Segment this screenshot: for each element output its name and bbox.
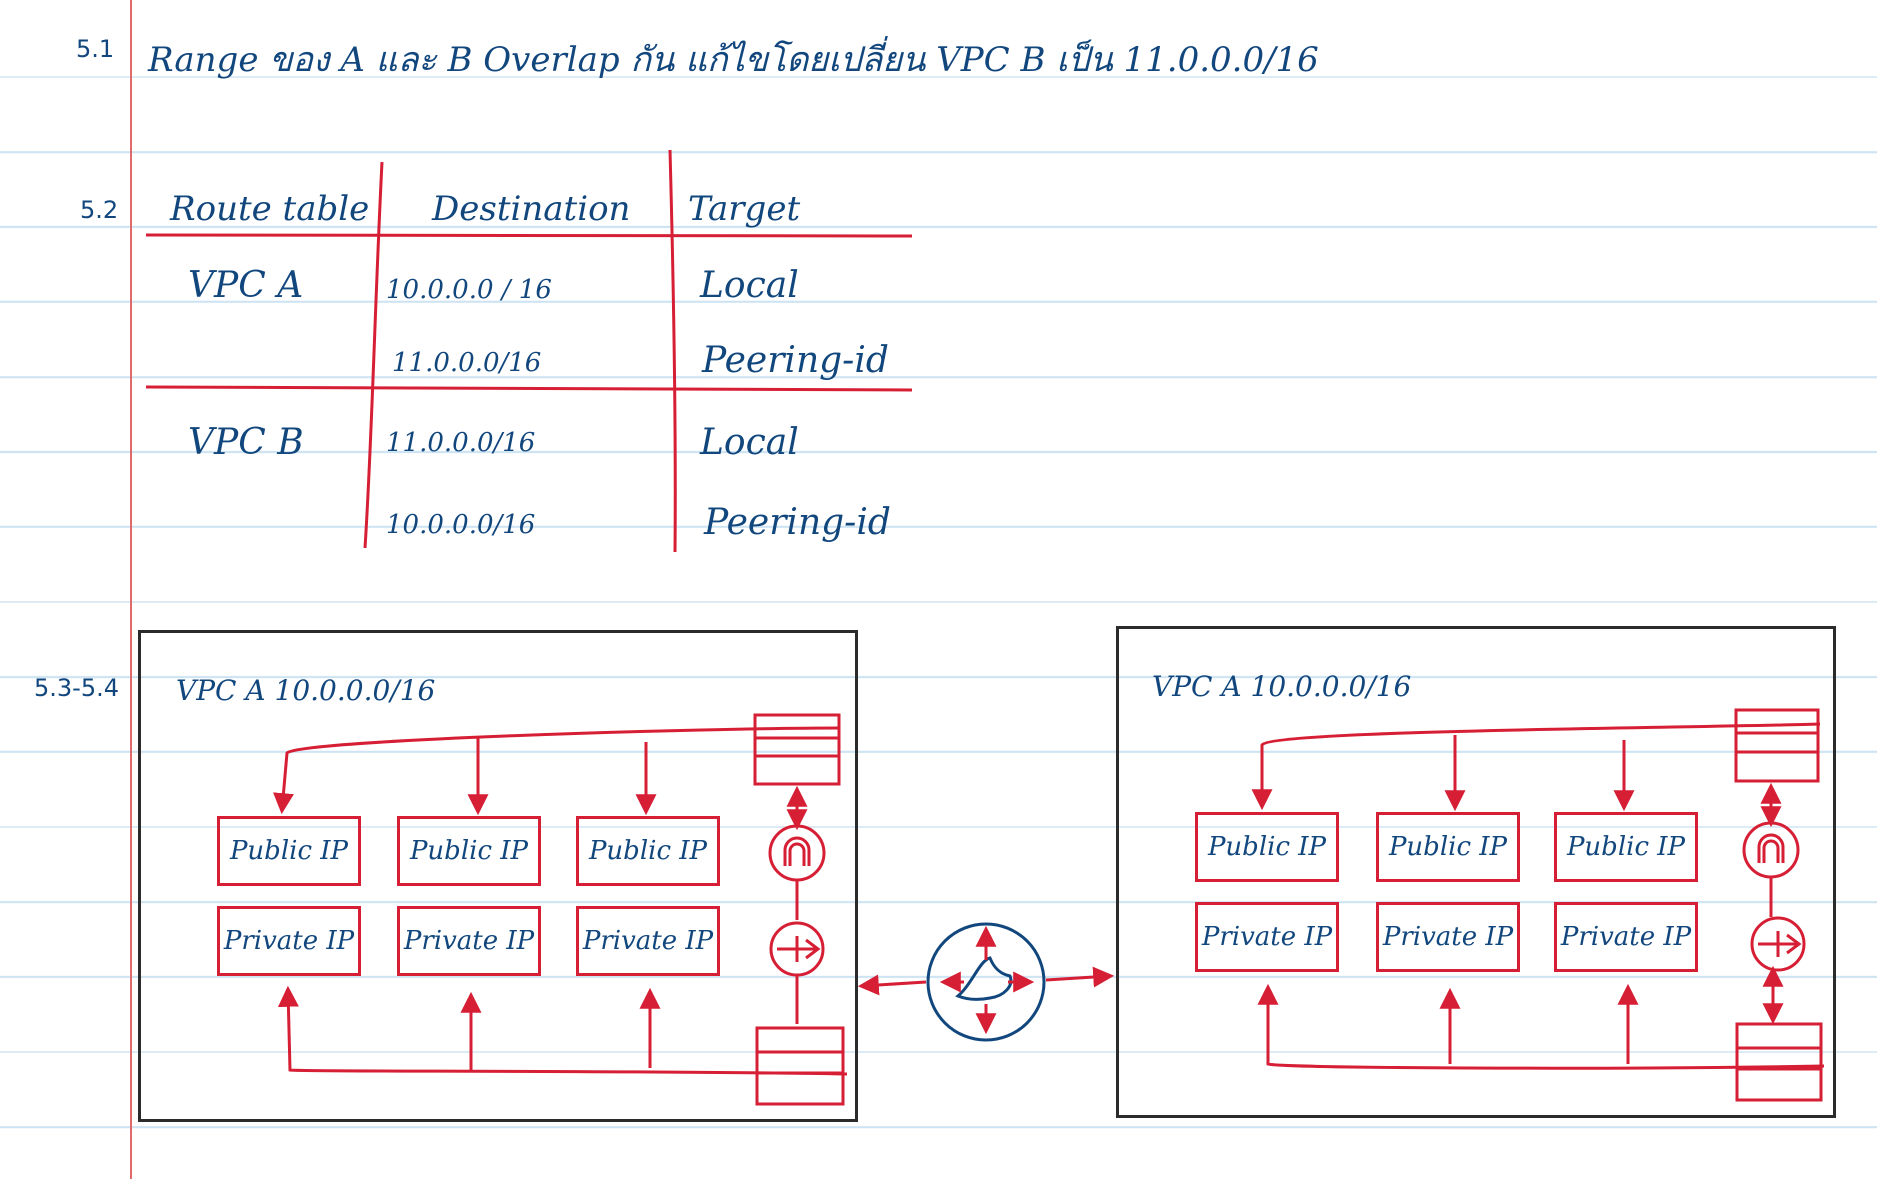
vpc-a-container bbox=[138, 630, 858, 1122]
vpc-a-title: VPC A 10.0.0.0/16 bbox=[176, 674, 436, 707]
route-table-icon bbox=[755, 1026, 845, 1106]
vpc-b-container bbox=[1116, 626, 1836, 1118]
public-ip-box: Public IP bbox=[1376, 812, 1520, 882]
private-ip-box: Private IP bbox=[1554, 902, 1698, 972]
vpc-peering bbox=[857, 922, 1115, 1042]
header-destination: Destination bbox=[432, 189, 631, 229]
public-ip-box: Public IP bbox=[1554, 812, 1698, 882]
row-1-target: Local bbox=[700, 265, 799, 306]
row-4-target: Peering-id bbox=[704, 502, 891, 543]
route-table-icon bbox=[1735, 1022, 1823, 1102]
private-ip-box: Private IP bbox=[1195, 902, 1339, 972]
row-3-destination: 11.0.0.0/16 bbox=[386, 428, 536, 458]
public-ip-box: Public IP bbox=[576, 816, 720, 886]
section-5-1-number: 5.1 bbox=[76, 35, 115, 63]
row-3-target: Local bbox=[700, 422, 799, 463]
private-ip-box: Private IP bbox=[397, 906, 541, 976]
header-target: Target bbox=[688, 189, 801, 229]
vpc-a-flows bbox=[273, 713, 848, 1106]
route-table-icon bbox=[753, 713, 841, 786]
row-2-target: Peering-id bbox=[702, 340, 889, 381]
private-ip-box: Private IP bbox=[576, 906, 720, 976]
row-vpc-b-label: VPC B bbox=[188, 422, 304, 463]
header-route-table: Route table bbox=[170, 189, 370, 229]
public-ip-box: Public IP bbox=[397, 816, 541, 886]
section-5-2-number: 5.2 bbox=[80, 196, 119, 224]
internet-gateway-icon bbox=[768, 824, 826, 882]
vpc-b-title: VPC A 10.0.0.0/16 bbox=[1152, 670, 1412, 703]
row-1-destination: 10.0.0.0 / 16 bbox=[386, 275, 552, 305]
private-ip-box: Private IP bbox=[217, 906, 361, 976]
private-ip-box: Private IP bbox=[1376, 902, 1520, 972]
section-5-1-text: Range ของ A และ B Overlap กัน แก้ไขโดยเป… bbox=[148, 40, 1319, 80]
notebook-margin-line bbox=[130, 0, 132, 1179]
router-icon bbox=[769, 921, 825, 977]
route-table-grid bbox=[145, 149, 913, 553]
vpc-peering-icon bbox=[926, 922, 1046, 1042]
row-4-destination: 10.0.0.0/16 bbox=[386, 510, 536, 540]
route-table-icon bbox=[1734, 708, 1820, 783]
internet-gateway-icon bbox=[1742, 821, 1800, 879]
vpc-b-flows bbox=[1251, 708, 1825, 1102]
row-2-destination: 11.0.0.0/16 bbox=[392, 348, 542, 378]
row-vpc-a-label: VPC A bbox=[188, 265, 304, 306]
section-5-3-5-4-number: 5.3-5.4 bbox=[34, 674, 119, 702]
public-ip-box: Public IP bbox=[217, 816, 361, 886]
public-ip-box: Public IP bbox=[1195, 812, 1339, 882]
